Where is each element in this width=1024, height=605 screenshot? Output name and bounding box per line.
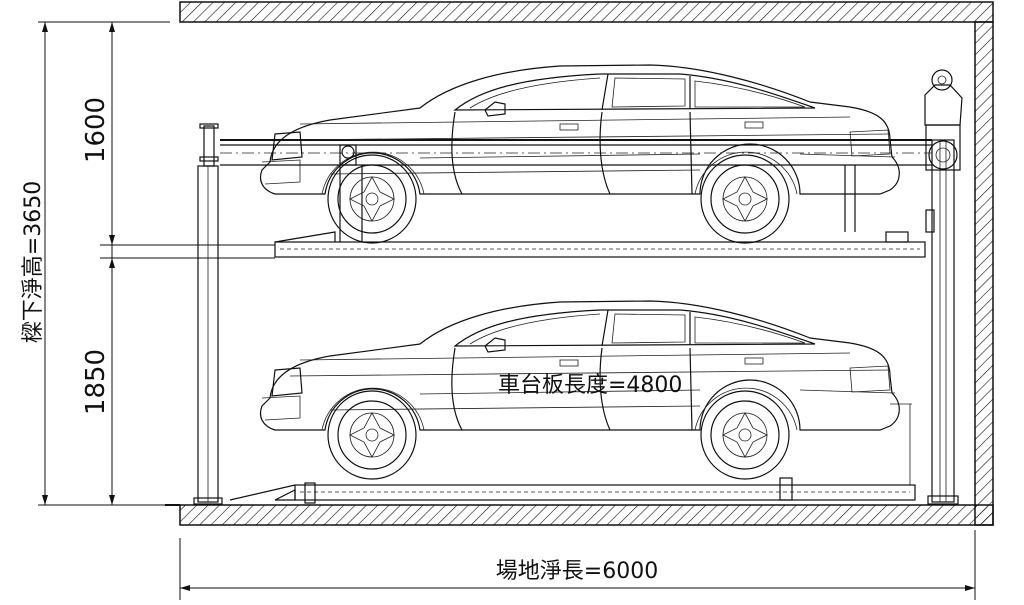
label-lower-clearance: 1850 (81, 349, 111, 415)
label-total-height: 樑下淨高=3650 (21, 181, 46, 343)
lower-platform (229, 403, 916, 504)
floor-slab (179, 504, 994, 526)
upper-platform (220, 139, 932, 258)
label-platform-length: 車台板長度=4800 (498, 373, 682, 398)
ceiling-slab (179, 1, 994, 23)
right-post (924, 69, 963, 505)
label-site-length: 場地淨長=6000 (496, 559, 658, 584)
right-wall (974, 21, 994, 526)
vertical-dimensions (38, 21, 275, 506)
lift-mechanism (339, 144, 935, 242)
horizontal-dimension (179, 530, 976, 600)
label-upper-clearance: 1600 (81, 97, 111, 163)
left-post (193, 123, 223, 505)
